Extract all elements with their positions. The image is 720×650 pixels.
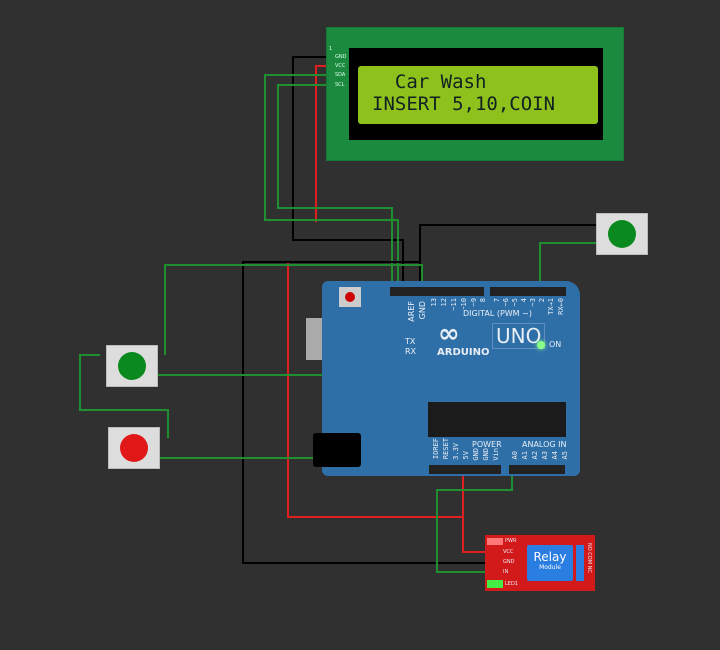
pin-a0: A0 [511, 451, 519, 460]
wire-lcd-gnd [292, 56, 404, 292]
wire-lcd-sda [264, 74, 399, 292]
gnd-label: GND [418, 301, 427, 320]
wire-lcd-vcc [315, 65, 330, 222]
pushbutton-left-green[interactable] [106, 345, 158, 387]
pin-9: ~9 [470, 298, 478, 307]
pin-gnd-2: GND [482, 448, 490, 461]
arduino-brand: ARDUINO [437, 347, 490, 358]
wire-relay-vcc [462, 517, 490, 553]
arduino-uno: AREF GND 13 12 ~11 ~10 ~9 8 7 ~6 ~5 4 ~3… [322, 281, 580, 476]
on-label: ON [549, 340, 562, 349]
analog-label: ANALOG IN [522, 440, 567, 449]
relay-terminal-labels: NO COM NC [586, 543, 592, 573]
pushbutton-top-right[interactable] [596, 213, 648, 255]
wire-5v [287, 262, 464, 518]
relay-terminal [576, 545, 584, 581]
relay-pin-vcc: VCC [503, 549, 514, 555]
pin-a3: A3 [541, 451, 549, 460]
pin-a2: A2 [531, 451, 539, 460]
pin-a5: A5 [561, 451, 569, 460]
relay-pin-in: IN [503, 569, 509, 575]
lcd-pin-index: 1 [329, 46, 333, 52]
digital-label: DIGITAL (PWM ~) [462, 309, 533, 318]
pin-gnd-1: GND [472, 448, 480, 461]
wire-gnd-main [242, 261, 490, 564]
microcontroller-chip [428, 402, 566, 437]
relay-pin-gnd: GND [503, 559, 515, 565]
lcd-pin-sda: SDA [335, 72, 346, 78]
lcd-pin-gnd: GND [335, 54, 347, 60]
relay-title: Relay [533, 550, 567, 564]
analog-header [509, 465, 565, 474]
tx-label: TX [405, 337, 416, 346]
rx-label: RX [405, 347, 417, 356]
pin-6: ~6 [502, 298, 510, 307]
arduino-logo-icon: ∞ [438, 319, 460, 349]
uno-label: UNO [492, 323, 546, 349]
pin-3v3: 3.3V [452, 443, 460, 460]
power-jack [313, 433, 361, 467]
wire-lcd-scl [277, 84, 393, 292]
pin-4: 4 [520, 298, 528, 303]
relay-subtitle: Module [539, 564, 561, 571]
lcd-pin-scl: SCL [335, 82, 345, 88]
pin-5v: 5V [462, 451, 470, 460]
digital-header-left [390, 287, 484, 296]
pwr-led [487, 538, 503, 545]
button-cap[interactable] [120, 434, 148, 462]
button-cap[interactable] [608, 220, 636, 248]
pin-2: 2 [538, 298, 546, 303]
led1 [487, 580, 503, 588]
pin-a1: A1 [521, 451, 529, 460]
power-label: POWER [472, 440, 502, 449]
wire-btn-link [79, 354, 169, 438]
pin-12: 12 [440, 298, 448, 307]
pin-ioref: IOREF [432, 438, 440, 460]
pin-11: ~11 [450, 298, 458, 311]
pin-rx0: RX←0 [557, 298, 565, 315]
power-led [537, 341, 545, 349]
pin-3: ~3 [529, 298, 537, 307]
pin-reset: RESET [442, 438, 450, 460]
lcd-line-1: Car Wash [372, 71, 487, 93]
pin-a4: A4 [551, 451, 559, 460]
pin-5: ~5 [511, 298, 519, 307]
pwr-label: PWR [505, 538, 517, 544]
pin-vin: Vin [492, 448, 500, 461]
pin-7: 7 [493, 298, 501, 303]
power-header [429, 465, 501, 474]
pin-8: 8 [479, 298, 487, 303]
lcd-pin-vcc: VCC [335, 63, 346, 69]
button-cap[interactable] [118, 352, 146, 380]
wire-relay-in [436, 468, 513, 573]
lcd-line-2: INSERT 5,10,COIN [372, 93, 556, 115]
wire-btn1-pin2 [539, 242, 598, 292]
wire-btn2-gnd [164, 264, 423, 355]
digital-header-right [490, 287, 566, 296]
reset-button[interactable] [339, 287, 361, 307]
pin-tx1: TX→1 [547, 298, 555, 315]
pin-13: 13 [430, 298, 438, 307]
pushbutton-left-red[interactable] [108, 427, 160, 469]
led1-label: LED1 [505, 581, 518, 587]
aref-label: AREF [407, 301, 416, 322]
